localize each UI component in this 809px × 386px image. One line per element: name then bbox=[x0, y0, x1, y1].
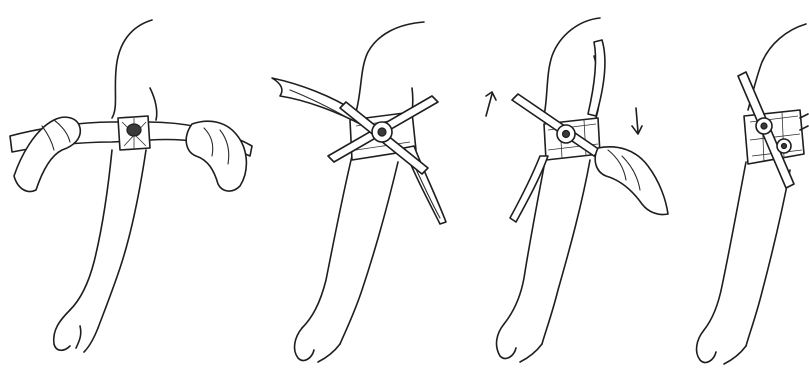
arrow-down-icon bbox=[632, 108, 642, 134]
panel-4-stick-secured bbox=[697, 24, 808, 364]
panel-1-band-tightening bbox=[10, 20, 252, 352]
panel-2-band-ends-crossed bbox=[272, 22, 446, 362]
arrow-up-icon bbox=[486, 92, 496, 116]
panel-3-twisting-stick bbox=[486, 18, 668, 362]
